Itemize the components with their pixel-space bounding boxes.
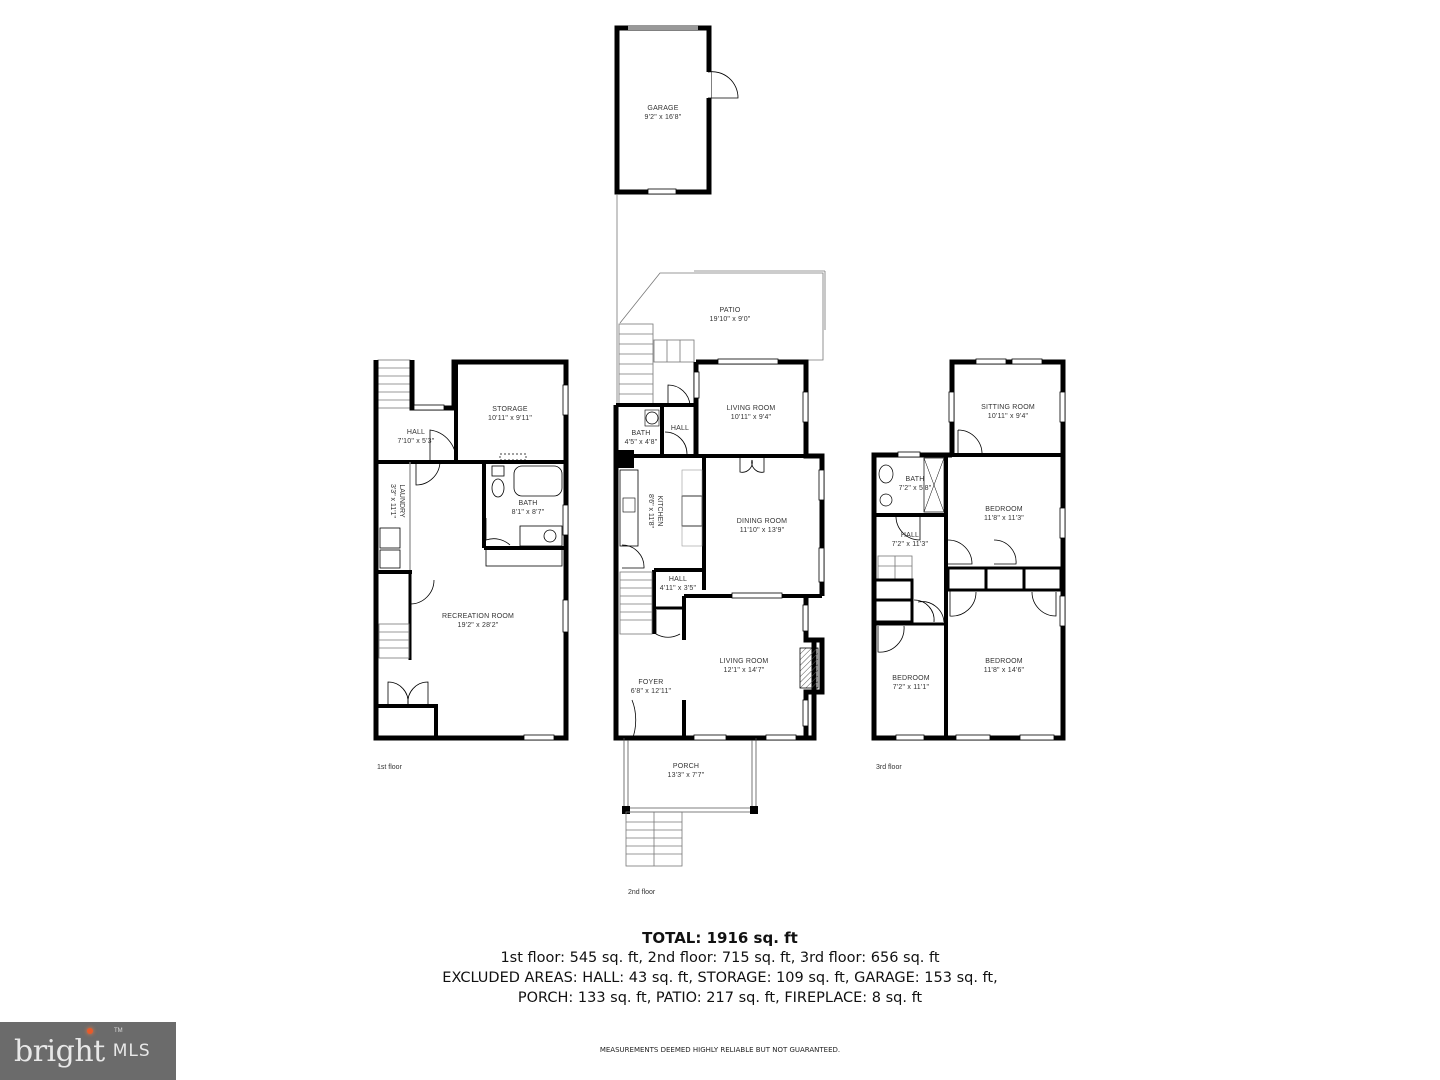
area-summary: TOTAL: 1916 sq. ft 1st floor: 545 sq. ft… bbox=[0, 928, 1440, 1008]
excluded-areas-2: PORCH: 133 sq. ft, PATIO: 217 sq. ft, FI… bbox=[517, 990, 923, 1006]
floor-caption-3rd: 3rd floor bbox=[876, 764, 902, 771]
floor-caption-2nd: 2nd floor bbox=[628, 889, 656, 896]
logo-suffix: MLS bbox=[112, 1041, 151, 1061]
disclaimer: MEASUREMENTS DEEMED HIGHLY RELIABLE BUT … bbox=[599, 1046, 841, 1054]
second-floor-plan bbox=[613, 25, 826, 867]
floor-areas: 1st floor: 545 sq. ft, 2nd floor: 715 sq… bbox=[500, 950, 940, 966]
third-floor-plan bbox=[871, 358, 1066, 741]
logo-brand: bright bbox=[14, 1033, 105, 1069]
bright-mls-logo: bright TM MLS bbox=[0, 1022, 176, 1080]
logo-trademark: TM bbox=[114, 1028, 123, 1034]
total-area: TOTAL: 1916 sq. ft bbox=[642, 929, 798, 947]
excluded-areas-1: EXCLUDED AREAS: HALL: 43 sq. ft, STORAGE… bbox=[442, 970, 998, 986]
floor-caption-1st: 1st floor bbox=[377, 764, 402, 771]
logo-spark-icon bbox=[87, 1028, 93, 1034]
stairs bbox=[377, 359, 411, 409]
room-label-hall: HALL bbox=[670, 425, 690, 432]
first-floor-plan bbox=[373, 359, 569, 741]
